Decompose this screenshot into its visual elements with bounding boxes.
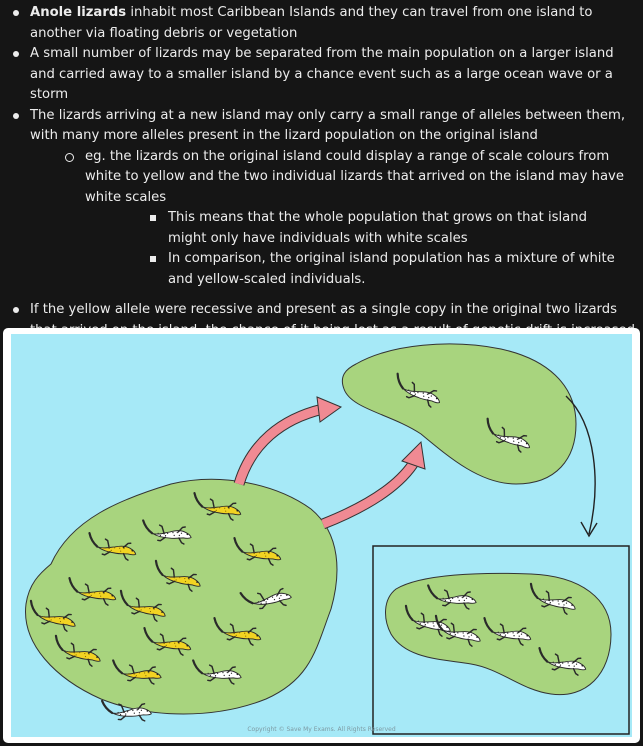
lizard-speckles [117, 709, 143, 716]
lizard-speckles [103, 546, 125, 552]
lizard-speckles [168, 575, 190, 583]
list-item: A small number of lizards may be separat… [0, 44, 643, 106]
result-box [372, 545, 630, 735]
lizard-speckles [497, 631, 523, 637]
lizard-speckles [442, 596, 468, 602]
upper-small-island [341, 343, 577, 485]
list-item: Anole lizards inhabit most Caribbean Isl… [0, 3, 643, 44]
notes-list: Anole lizards inhabit most Caribbean Isl… [0, 3, 643, 362]
sub-sub-bullet-text: This means that the whole population tha… [168, 210, 587, 246]
copyright-text: Copyright © Save My Exams. All Rights Re… [247, 726, 396, 733]
bullet-text: The lizards arriving at a new island may… [30, 107, 626, 144]
island-diagram [24, 343, 630, 735]
lizard-speckles [158, 641, 180, 647]
list-item: This means that the whole population tha… [85, 208, 631, 249]
lizard-speckles [257, 594, 282, 604]
lizard-speckles [552, 661, 578, 667]
lizard-speckles [83, 591, 105, 597]
lizard-speckles [68, 650, 90, 658]
list-item: In comparison, the original island popul… [85, 249, 631, 290]
sub-bullet-text: eg. the lizards on the original island c… [85, 148, 624, 205]
lizard-speckles [248, 551, 270, 557]
sub-sub-list: This means that the whole population tha… [85, 208, 631, 290]
lizard-speckles [447, 630, 473, 638]
list-item: The lizards arriving at a new island may… [0, 106, 643, 291]
lizard-speckles [43, 615, 65, 623]
lizard-speckles [498, 434, 523, 444]
lizard-speckles [207, 671, 233, 677]
lizard-speckles [157, 531, 183, 537]
lizard-speckles [128, 672, 150, 677]
main-island [25, 478, 338, 715]
lizard-population [24, 371, 590, 724]
bullet-text: A small number of lizards may be separat… [30, 46, 614, 102]
key-term: Anole lizards [30, 5, 127, 20]
lizard-speckles [542, 598, 568, 606]
lizard-speckles [408, 389, 433, 399]
lizard-speckles [208, 506, 230, 512]
lizard-speckles [228, 631, 250, 637]
bullet-text: inhabit most Caribbean Islands and they … [30, 5, 593, 41]
sub-sub-bullet-text: In comparison, the original island popul… [168, 251, 615, 287]
sub-list: eg. the lizards on the original island c… [30, 147, 637, 291]
time-arrow [565, 395, 598, 538]
figure-frame: Copyright © Save My Exams. All Rights Re… [3, 328, 640, 743]
migration-arrow-lower [320, 440, 426, 530]
founder-effect-figure: Copyright © Save My Exams. All Rights Re… [11, 334, 632, 737]
migration-arrow-upper [233, 396, 343, 486]
lizard-speckles [133, 605, 155, 613]
list-item: eg. the lizards on the original island c… [30, 147, 637, 291]
